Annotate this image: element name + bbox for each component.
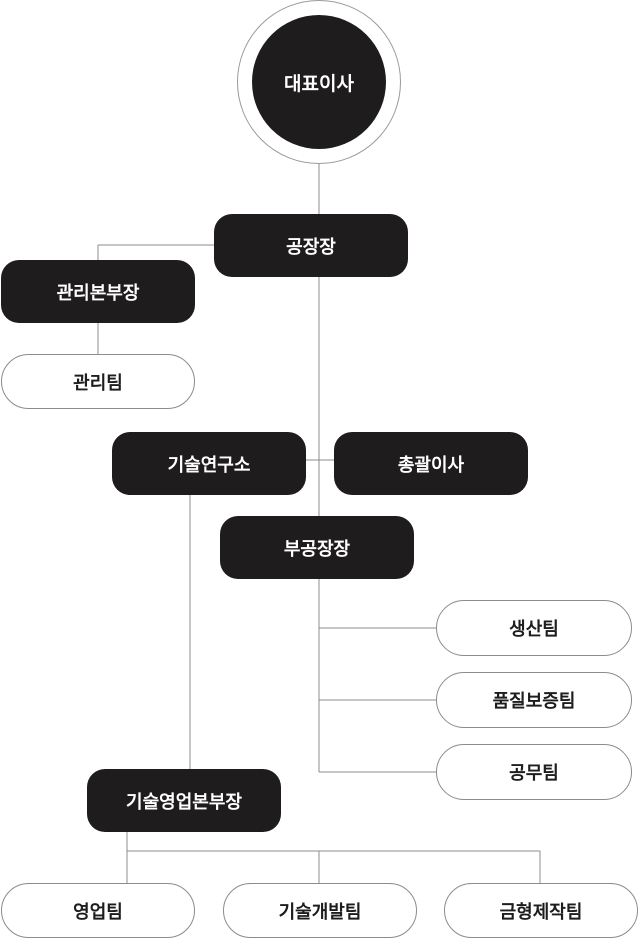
node-tech-lab: 기술연구소	[112, 432, 306, 495]
node-tech-sales-hq-head: 기술영업본부장	[87, 769, 281, 832]
node-deputy-factory-manager: 부공장장	[220, 516, 414, 579]
node-engineering-team: 공무팀	[436, 744, 632, 800]
node-quality-team: 품질보증팀	[436, 672, 632, 728]
node-mold-team: 금형제작팀	[444, 883, 638, 938]
node-tech-dev-team: 기술개발팀	[223, 883, 417, 938]
node-ceo: 대표이사	[252, 15, 386, 149]
node-production-team: 생산팀	[436, 600, 632, 656]
node-admin-team: 관리팀	[1, 354, 195, 409]
node-factory-manager: 공장장	[214, 214, 408, 277]
node-general-director: 총괄이사	[334, 432, 528, 495]
node-sales-team: 영업팀	[1, 883, 195, 938]
node-admin-hq-head: 관리본부장	[1, 260, 195, 323]
